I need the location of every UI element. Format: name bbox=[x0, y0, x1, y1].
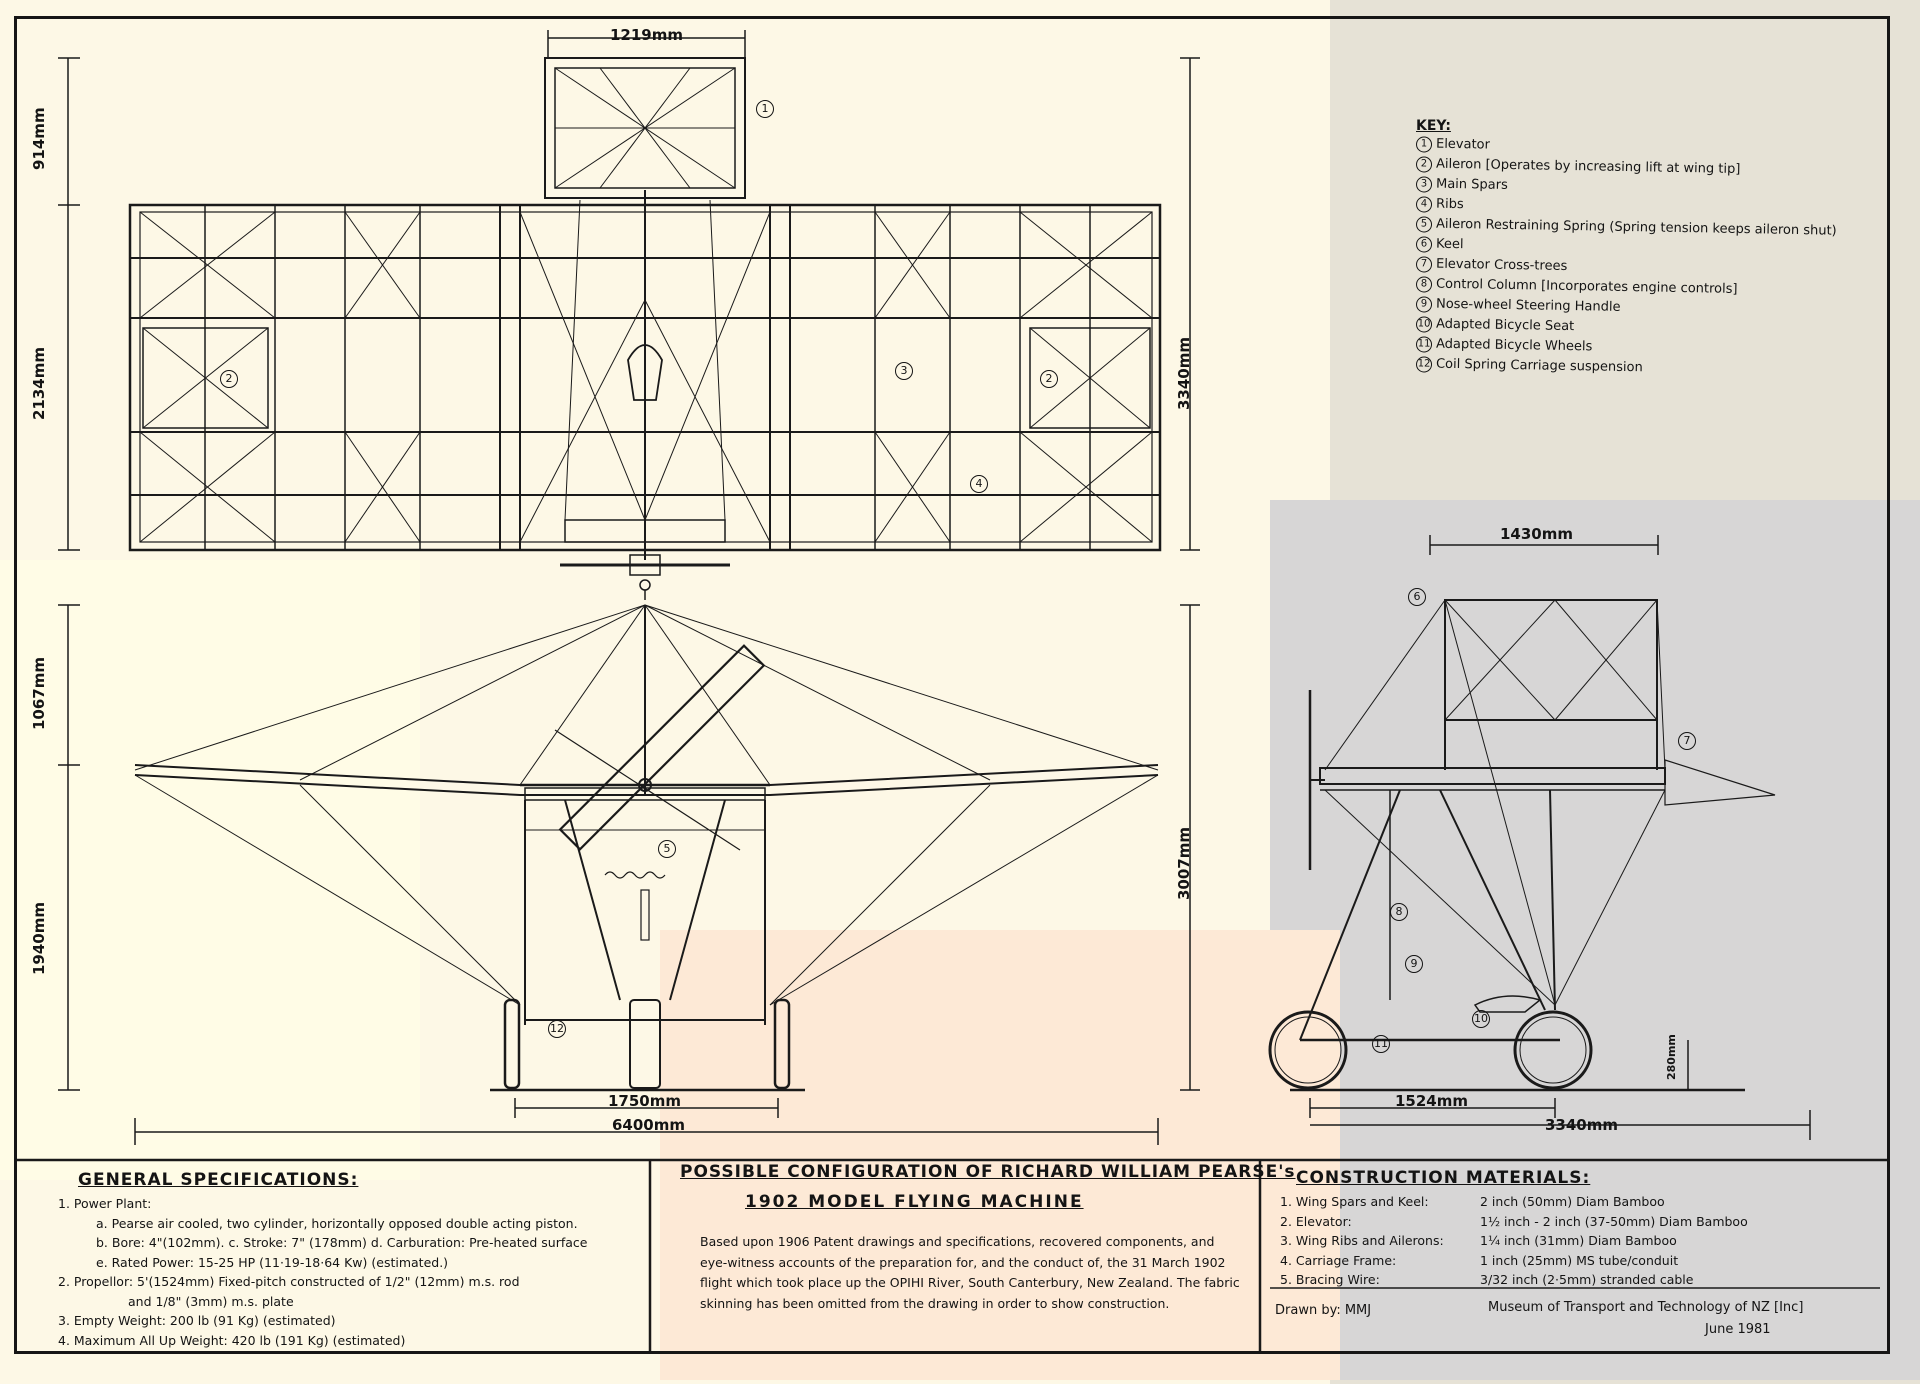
callout-control-column: 8 bbox=[1390, 903, 1408, 921]
construction-list: 1. Wing Spars and Keel:2 inch (50mm) Dia… bbox=[1280, 1192, 1748, 1290]
callout-bicycle-wheels: 11 bbox=[1372, 1035, 1390, 1053]
dim-side-length: 3340mm bbox=[1545, 1116, 1619, 1134]
spec-line: b. Bore: 4"(102mm). c. Stroke: 7" (178mm… bbox=[96, 1235, 588, 1250]
spec-line: e. Rated Power: 15-25 HP (11·19-18·64 Kw… bbox=[96, 1254, 449, 1270]
dim-span: 6400mm bbox=[612, 1116, 686, 1134]
construction-title: CONSTRUCTION MATERIALS: bbox=[1296, 1168, 1591, 1188]
dim-wing-chord: 2134mm bbox=[30, 346, 48, 420]
spec-line: and 1/8" (3mm) m.s. plate bbox=[128, 1293, 294, 1309]
dim-elevator-length: 914mm bbox=[30, 107, 48, 170]
paper-patch-peach bbox=[660, 930, 1340, 1380]
spec-line: 4. Maximum All Up Weight: 420 lb (191 Kg… bbox=[58, 1332, 406, 1348]
dim-front-height-lower: 1940mm bbox=[30, 901, 48, 975]
dimension-lines bbox=[58, 30, 1811, 1145]
callout-steering-handle: 9 bbox=[1405, 955, 1423, 973]
callout-keel: 6 bbox=[1408, 588, 1426, 606]
spec-line: 2. Propellor: 5'(1524mm) Fixed-pitch con… bbox=[58, 1274, 520, 1289]
callout-aileron-left: 2 bbox=[220, 370, 238, 388]
spec-line: 1. Power Plant: bbox=[58, 1196, 152, 1211]
dim-front-total-height: 3007mm bbox=[1175, 826, 1193, 900]
drawing-border bbox=[14, 16, 1890, 1354]
material-line: 4. Carriage Frame:1 inch (25mm) MS tube/… bbox=[1280, 1252, 1679, 1268]
callout-main-spars: 3 bbox=[895, 362, 913, 380]
title-block-lines bbox=[14, 1158, 1890, 1354]
material-line: 1. Wing Spars and Keel:2 inch (50mm) Dia… bbox=[1280, 1194, 1665, 1209]
dim-track: 1750mm bbox=[608, 1092, 682, 1110]
drawing-date: June 1981 bbox=[1705, 1322, 1771, 1337]
material-line: 2. Elevator:1½ inch - 2 inch (37-50mm) D… bbox=[1280, 1213, 1748, 1229]
spec-line: 3. Empty Weight: 200 lb (91 Kg) (estimat… bbox=[58, 1313, 336, 1328]
dim-front-height-upper: 1067mm bbox=[30, 656, 48, 730]
callout-aileron-spring: 5 bbox=[658, 840, 676, 858]
dim-side-elevator-width: 1430mm bbox=[1500, 525, 1574, 543]
side-view bbox=[1268, 599, 1776, 1092]
drawing-description: Based upon 1906 Patent drawings and spec… bbox=[700, 1234, 1240, 1311]
front-view bbox=[134, 604, 1159, 1092]
spec-line: a. Pearse air cooled, two cylinder, hori… bbox=[96, 1215, 578, 1231]
callout-bicycle-seat: 10 bbox=[1472, 1010, 1490, 1028]
plan-view bbox=[128, 57, 1162, 600]
dim-top-width: 1219mm bbox=[610, 26, 684, 44]
material-line: 3. Wing Ribs and Ailerons:1¼ inch (31mm)… bbox=[1280, 1233, 1677, 1248]
drawing-title-line2: 1902 MODEL FLYING MACHINE bbox=[745, 1192, 1084, 1212]
general-specs-list: 1. Power Plant: a. Pearse air cooled, tw… bbox=[58, 1194, 587, 1350]
callout-elevator-cross-trees: 7 bbox=[1678, 732, 1696, 750]
callout-aileron-right: 2 bbox=[1040, 370, 1058, 388]
museum-name: Museum of Transport and Technology of NZ… bbox=[1488, 1300, 1804, 1315]
callout-coil-spring: 12 bbox=[548, 1020, 566, 1038]
drawing-title-line1: POSSIBLE CONFIGURATION OF RICHARD WILLIA… bbox=[680, 1162, 1296, 1182]
dim-wheelbase: 1524mm bbox=[1395, 1092, 1469, 1110]
dim-ground-clearance: 280mm bbox=[1665, 1034, 1678, 1080]
drawn-by: Drawn by: MMJ bbox=[1275, 1303, 1372, 1318]
dim-plan-length: 3340mm bbox=[1175, 336, 1193, 410]
general-specs-title: GENERAL SPECIFICATIONS: bbox=[78, 1170, 359, 1190]
key-title: KEY: bbox=[1416, 118, 1451, 134]
material-line: 5. Bracing Wire:3/32 inch (2·5mm) strand… bbox=[1280, 1272, 1694, 1287]
callout-ribs: 4 bbox=[970, 475, 988, 493]
callout-elevator: 1 bbox=[756, 100, 774, 118]
paper-patch-cream bbox=[0, 560, 420, 1180]
